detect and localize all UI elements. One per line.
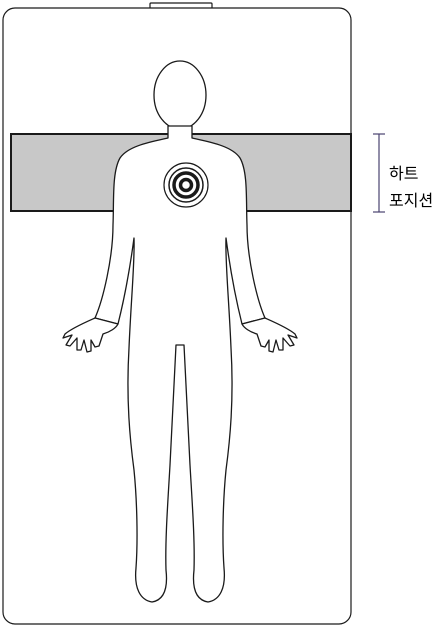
position-bracket: [373, 134, 385, 212]
heart-position-label-line-1: 하트: [389, 166, 418, 182]
head: [154, 61, 206, 129]
heart-position-label-line-2: 포지션: [389, 193, 433, 209]
